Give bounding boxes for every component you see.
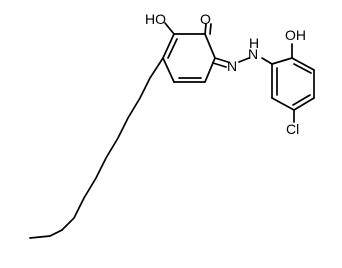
quinone-ring — [162, 33, 216, 83]
bond-c3-c4 — [204, 57, 216, 83]
bond-a1-a2 — [271, 57, 293, 65]
bond-c6-c1 — [162, 33, 175, 59]
atom-label-n-imine: N — [227, 58, 237, 74]
bond-n-n — [238, 57, 250, 63]
bond-n-aryl — [261, 57, 273, 65]
bond-a4-a5-double — [292, 94, 311, 106]
bond-c-n-double — [212, 62, 227, 68]
atom-label-o: O — [200, 11, 211, 27]
bond-a5-a6 — [271, 97, 295, 111]
bond-c-n — [214, 57, 229, 63]
bond-c-oh — [164, 22, 175, 35]
bond-c-o-double — [209, 23, 212, 35]
bond-c5-c6 — [162, 57, 175, 83]
bond-c2-c3 — [204, 33, 216, 59]
bond-c6-c1-double — [167, 38, 178, 59]
atom-label-ho: HO — [145, 11, 166, 27]
chlorophenol-ring — [271, 57, 315, 111]
atom-label-h-hydrazo: H — [249, 35, 259, 51]
atom-label-oh: OH — [285, 27, 306, 43]
atom-label-cl: Cl — [286, 121, 299, 137]
bond-a2-a3-double — [293, 63, 312, 74]
bond-a2-a3 — [291, 57, 315, 71]
bond-c-o — [204, 23, 207, 35]
dodecyl-chain-visible — [29, 57, 164, 239]
atom-label-n-hydrazo: N — [248, 46, 258, 62]
bond-a4-a5 — [293, 97, 315, 111]
